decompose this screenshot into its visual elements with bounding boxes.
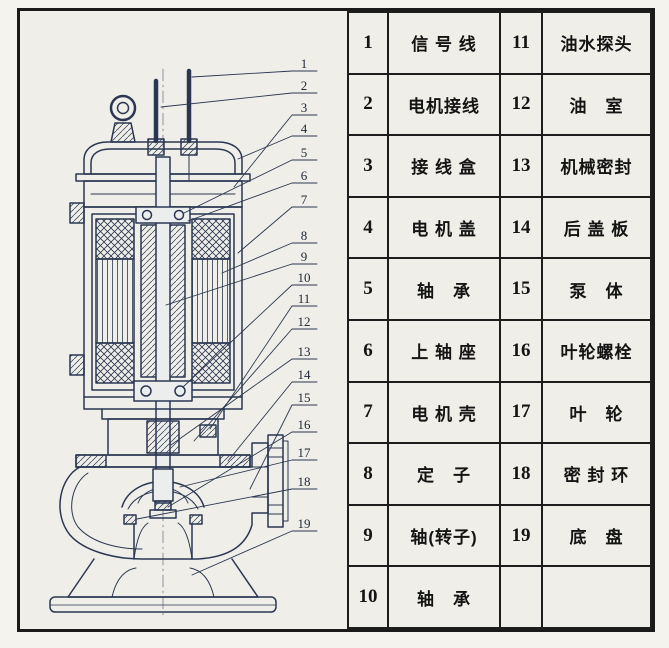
- table-row: 3 接 线 盒 13 机械密封: [347, 134, 652, 198]
- callout-19: 19: [298, 516, 311, 531]
- callout-9: 9: [301, 249, 308, 264]
- part-name-cell: [541, 565, 652, 629]
- part-number-cell: [499, 565, 543, 629]
- part-name-cell: 泵 体: [541, 257, 652, 321]
- stator-windings: [95, 218, 231, 384]
- discharge-flange: [267, 434, 289, 528]
- callout-4: 4: [301, 121, 308, 136]
- table-row: 6 上 轴 座 16 叶轮螺栓: [347, 318, 652, 383]
- part-number-cell: 7: [347, 380, 389, 445]
- cable-clamp: [69, 202, 85, 224]
- base-stand: [49, 558, 277, 613]
- callout-1: 1: [301, 56, 308, 71]
- callout-2: 2: [301, 78, 308, 93]
- part-name-cell: 密 封 环: [541, 442, 652, 506]
- parts-table: 1 信 号 线 11 油水探头 2 电机接线 12 油 室 3 接 线 盒: [347, 11, 652, 629]
- part-number-cell: 8: [347, 442, 389, 506]
- part-name-cell: 电 机 盖: [387, 195, 501, 260]
- part-name-cell: 信 号 线: [387, 11, 501, 75]
- callout-14: 14: [298, 367, 312, 382]
- part-name-cell: 上 轴 座: [387, 318, 501, 383]
- callout-15: 15: [298, 390, 311, 405]
- part-number-cell: 1: [347, 11, 389, 75]
- part-name-cell: 油水探头: [541, 11, 652, 75]
- callout-numbers: 1 2 3 4 5 6 7 8 9 10 11 12 13 14 15 16 1: [298, 56, 312, 531]
- seal-ring: [123, 514, 203, 560]
- part-number-cell: 19: [499, 503, 543, 568]
- callout-17: 17: [298, 445, 312, 460]
- part-name-cell: 油 室: [541, 72, 652, 137]
- lifting-ring: [109, 94, 137, 143]
- part-number-cell: 12: [499, 72, 543, 137]
- part-number-cell: 18: [499, 442, 543, 506]
- part-name-cell: 接 线 盒: [387, 134, 501, 198]
- power-cables: [147, 68, 198, 182]
- table-row: 2 电机接线 12 油 室: [347, 72, 652, 137]
- upper-bearing: [135, 206, 191, 224]
- part-number-cell: 17: [499, 380, 543, 445]
- part-name-cell: 轴 承: [387, 257, 501, 321]
- part-number-cell: 3: [347, 134, 389, 198]
- parts-table-pane: 1 信 号 线 11 油水探头 2 电机接线 12 油 室 3 接 线 盒: [347, 11, 652, 629]
- part-name-cell: 电 机 壳: [387, 380, 501, 445]
- table-row: 1 信 号 线 11 油水探头: [347, 11, 652, 75]
- lower-bearing: [133, 380, 193, 402]
- callout-10: 10: [298, 270, 311, 285]
- mechanical-seal: [146, 420, 180, 454]
- table-row: 7 电 机 壳 17 叶 轮: [347, 380, 652, 445]
- callout-18: 18: [298, 474, 311, 489]
- part-number-cell: 6: [347, 318, 389, 383]
- table-row: 8 定 子 18 密 封 环: [347, 442, 652, 506]
- part-number-cell: 11: [499, 11, 543, 75]
- pump-volute: [59, 442, 269, 560]
- table-row: 5 轴 承 15 泵 体: [347, 257, 652, 321]
- callout-5: 5: [301, 145, 308, 160]
- part-name-cell: 电机接线: [387, 72, 501, 137]
- diagram-pane: 1 2 3 4 5 6 7 8 9 10 11 12 13 14 15 16 1: [20, 11, 347, 629]
- table-row: 4 电 机 盖 14 后 盖 板: [347, 195, 652, 260]
- callout-11: 11: [298, 291, 311, 306]
- table-row: 10 轴 承: [347, 565, 652, 629]
- part-number-cell: 14: [499, 195, 543, 260]
- part-name-cell: 轴 承: [387, 565, 501, 629]
- part-name-cell: 后 盖 板: [541, 195, 652, 260]
- figure-frame: 1 2 3 4 5 6 7 8 9 10 11 12 13 14 15 16 1: [17, 8, 655, 632]
- part-name-cell: 轴(转子): [387, 503, 501, 568]
- part-number-cell: 5: [347, 257, 389, 321]
- part-number-cell: 10: [347, 565, 389, 629]
- part-number-cell: 15: [499, 257, 543, 321]
- impeller-bolt: [154, 500, 172, 511]
- part-number-cell: 13: [499, 134, 543, 198]
- part-number-cell: 16: [499, 318, 543, 383]
- impeller-nut: [149, 509, 177, 519]
- part-name-cell: 叶轮螺栓: [541, 318, 652, 383]
- impeller: [121, 468, 205, 519]
- part-name-cell: 机械密封: [541, 134, 652, 198]
- callout-8: 8: [301, 228, 308, 243]
- part-name-cell: 定 子: [387, 442, 501, 506]
- callout-16: 16: [298, 417, 312, 432]
- callout-7: 7: [301, 192, 308, 207]
- callout-12: 12: [298, 314, 311, 329]
- leader-lines: [136, 70, 318, 576]
- cable-clamp: [69, 354, 85, 376]
- callout-3: 3: [301, 100, 308, 115]
- part-name-cell: 叶 轮: [541, 380, 652, 445]
- table-row: 9 轴(转子) 19 底 盘: [347, 503, 652, 568]
- part-number-cell: 4: [347, 195, 389, 260]
- pump-cross-section-diagram: 1 2 3 4 5 6 7 8 9 10 11 12 13 14 15 16 1: [49, 56, 318, 616]
- part-number-cell: 2: [347, 72, 389, 137]
- part-number-cell: 9: [347, 503, 389, 568]
- part-name-cell: 底 盘: [541, 503, 652, 568]
- callout-6: 6: [301, 168, 308, 183]
- callout-13: 13: [298, 344, 311, 359]
